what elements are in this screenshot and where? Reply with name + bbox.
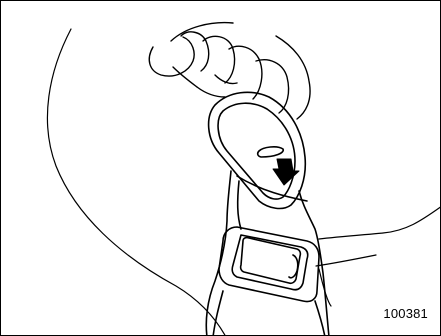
- thumb-outline: [149, 37, 194, 76]
- seat-back-outline: [47, 29, 226, 336]
- strap-right-edge: [299, 191, 329, 336]
- buckle-housing-outer: [209, 92, 306, 208]
- knuckle-line: [173, 67, 197, 87]
- lower-strap-right: [315, 301, 325, 336]
- latch-plate: [219, 227, 319, 302]
- figure-id-label: 100381: [383, 306, 428, 321]
- release-slot: [258, 147, 284, 157]
- buckle-housing: [209, 92, 306, 208]
- fingertip-detail: [215, 75, 237, 84]
- strap-inner-fold: [238, 181, 241, 229]
- seat-cushion-lower-outline: [316, 255, 376, 266]
- seat-cushion-outline: [319, 206, 441, 239]
- finger-crease: [197, 87, 225, 97]
- hand: [149, 23, 310, 119]
